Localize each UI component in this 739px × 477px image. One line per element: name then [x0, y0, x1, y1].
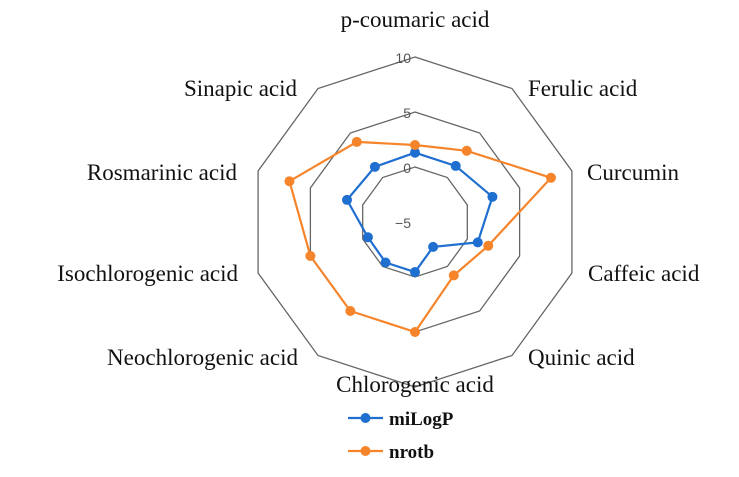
category-label: Caffeic acid — [588, 261, 700, 286]
data-point — [546, 172, 557, 183]
series-nrotb — [284, 136, 557, 337]
category-label: Quinic acid — [528, 345, 635, 370]
grid-ring — [362, 166, 468, 278]
category-label: Neochlorogenic acid — [107, 345, 298, 370]
series-line — [288, 140, 553, 334]
data-point — [487, 191, 498, 202]
data-point — [351, 136, 362, 147]
legend-label: miLogP — [389, 409, 454, 430]
radar-grid — [257, 56, 573, 388]
category-label: Curcumin — [587, 160, 679, 185]
data-point — [428, 241, 439, 252]
tick-label: 10 — [395, 50, 411, 66]
radial-tick-labels: 10 5 0 −5 — [395, 50, 411, 231]
category-label: Isochlorogenic acid — [57, 261, 238, 286]
data-point — [410, 267, 420, 278]
legend-label: nrotb — [389, 442, 434, 463]
legend-item: nrotb — [348, 442, 434, 463]
radar-series — [284, 136, 557, 337]
legend-marker — [360, 446, 371, 456]
legend-marker — [360, 413, 371, 423]
series-miLogP — [341, 147, 498, 278]
category-label: Sinapic acid — [184, 76, 298, 101]
data-point — [450, 160, 461, 171]
data-point — [483, 240, 494, 251]
data-point — [410, 147, 420, 158]
series-line — [345, 151, 494, 274]
category-label: p-coumaric acid — [341, 7, 490, 32]
category-label: Chlorogenic acid — [336, 372, 494, 397]
data-point — [448, 270, 459, 281]
data-point — [345, 305, 356, 316]
data-point — [461, 145, 472, 156]
data-point — [305, 250, 316, 261]
data-point — [380, 257, 391, 268]
category-label: Rosmarinic acid — [87, 160, 238, 185]
grid-ring — [257, 56, 573, 388]
data-point — [284, 176, 295, 187]
legend: miLogP nrotb — [348, 409, 454, 463]
tick-label: 0 — [403, 160, 411, 176]
data-point — [410, 140, 420, 150]
tick-label: −5 — [395, 215, 411, 231]
tick-label: 5 — [403, 105, 411, 121]
data-point — [341, 194, 352, 205]
data-point — [369, 161, 380, 172]
data-point — [362, 232, 373, 243]
data-point — [472, 237, 483, 248]
data-point — [410, 327, 420, 337]
category-label: Ferulic acid — [528, 76, 638, 101]
legend-item: miLogP — [348, 409, 454, 430]
